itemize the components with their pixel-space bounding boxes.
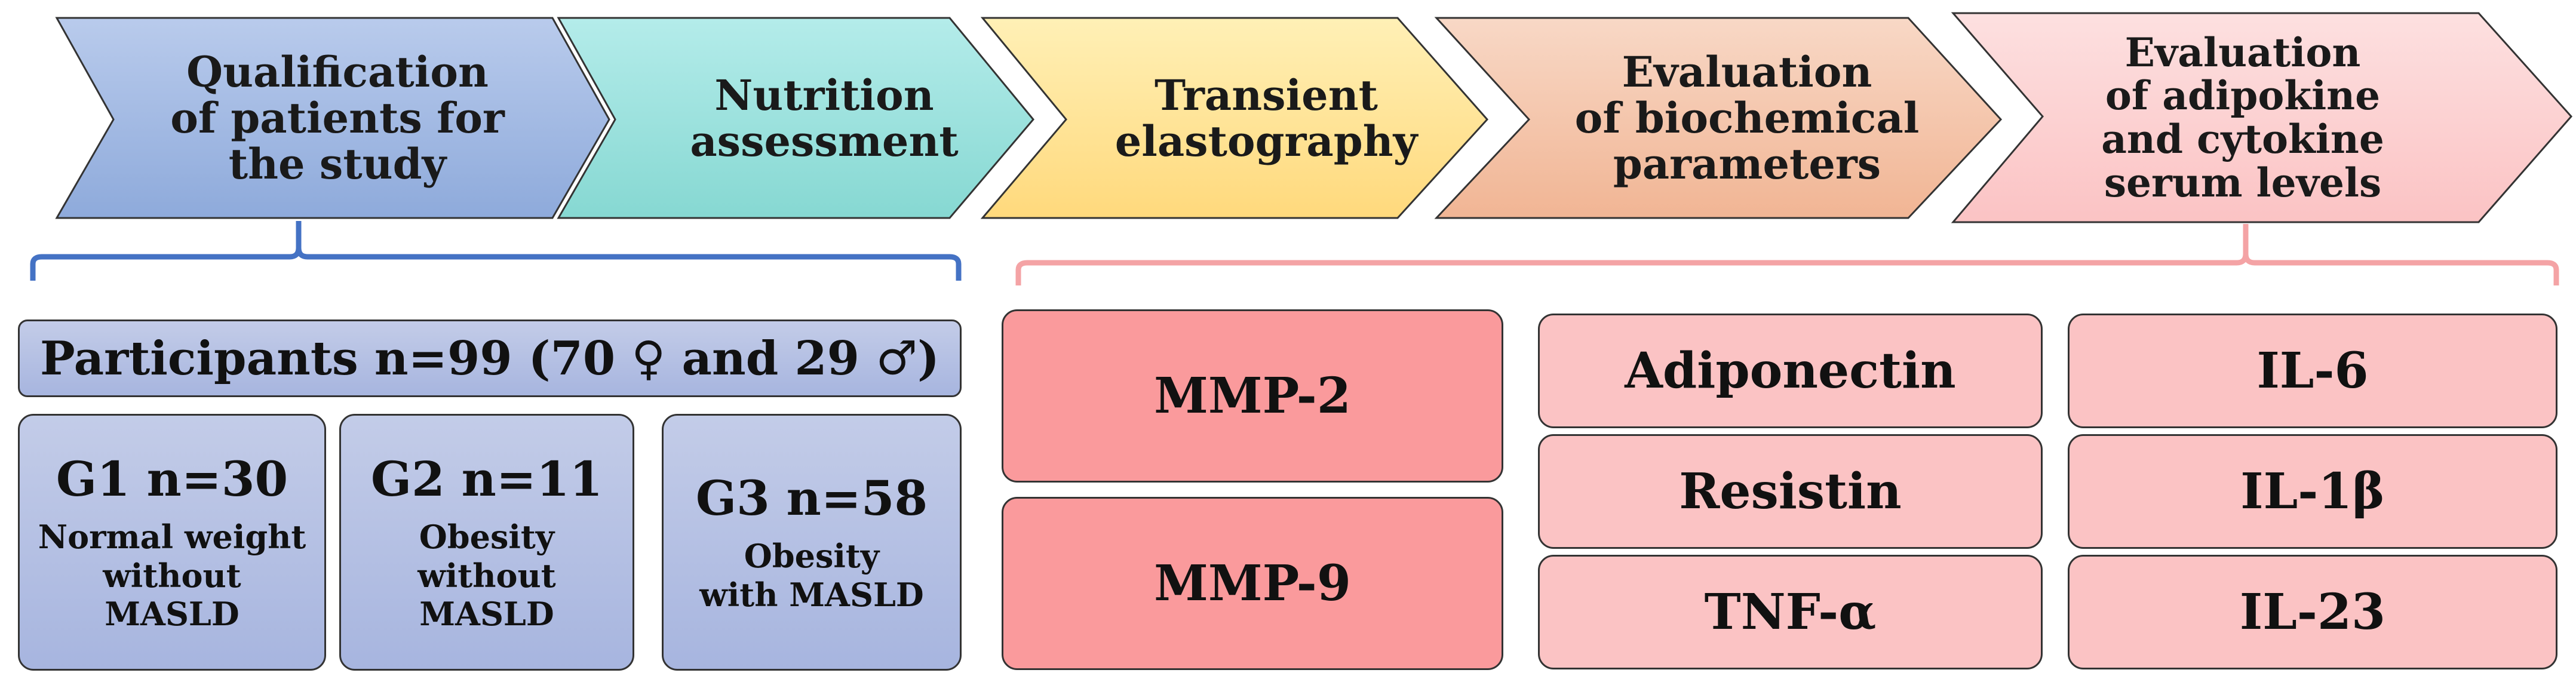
step-chevron-biochemical: [1434, 17, 2003, 219]
step-chevron-qualification: [55, 17, 610, 219]
step-qualification-label: Qualification of patients for the study: [170, 47, 505, 189]
tnf-alpha-box: TNF-α: [1538, 555, 2043, 669]
step-chevron-elastography: [980, 17, 1489, 219]
mmp-9-label: MMP-9: [1154, 555, 1351, 612]
step-nutrition-label: Nutrition assessment: [690, 70, 959, 166]
resistin-box: Resistin: [1538, 434, 2043, 549]
adiponectin-box: Adiponectin: [1538, 314, 2043, 428]
tnf-alpha-label: TNF-α: [1704, 583, 1877, 641]
group-g1-title: G1 n=30: [56, 450, 288, 507]
participants-box: Participants n=99 (70 ♀ and 29 ♂): [18, 320, 962, 397]
step-biochemical-label: Evaluation of biochemical parameters: [1574, 47, 1920, 189]
il-23-label: IL-23: [2239, 583, 2386, 641]
step-elastography-label: Transient elastography: [1114, 70, 1418, 166]
group-g2-box: G2 n=11 Obesity without MASLD: [339, 414, 634, 671]
left-bracket: [30, 221, 962, 281]
group-g3-description: Obesity with MASLD: [699, 537, 924, 614]
il-23-box: IL-23: [2068, 555, 2557, 669]
step-chevron-serum-levels: [1951, 12, 2573, 223]
step-chevron-nutrition: [557, 17, 1034, 219]
group-g2-title: G2 n=11: [370, 450, 603, 507]
step-serum-levels-label: Evaluation of adipokine and cytokine ser…: [2101, 29, 2384, 206]
group-g1-box: G1 n=30 Normal weight without MASLD: [18, 414, 326, 671]
adiponectin-label: Adiponectin: [1625, 342, 1956, 400]
il-6-box: IL-6: [2068, 314, 2557, 428]
group-g3-title: G3 n=58: [695, 470, 928, 527]
right-bracket: [1015, 224, 2559, 285]
mmp-2-label: MMP-2: [1154, 367, 1351, 425]
il-1-beta-box: IL-1β: [2068, 434, 2557, 549]
il-6-label: IL-6: [2256, 342, 2369, 400]
il-1-beta-label: IL-1β: [2240, 463, 2385, 520]
participants-label: Participants n=99 (70 ♀ and 29 ♂): [40, 331, 939, 386]
mmp-2-box: MMP-2: [1002, 309, 1503, 483]
group-g1-description: Normal weight without MASLD: [38, 517, 306, 634]
group-g3-box: G3 n=58 Obesity with MASLD: [662, 414, 962, 671]
group-g2-description: Obesity without MASLD: [417, 517, 556, 634]
mmp-9-box: MMP-9: [1002, 497, 1503, 670]
resistin-label: Resistin: [1679, 463, 1902, 520]
